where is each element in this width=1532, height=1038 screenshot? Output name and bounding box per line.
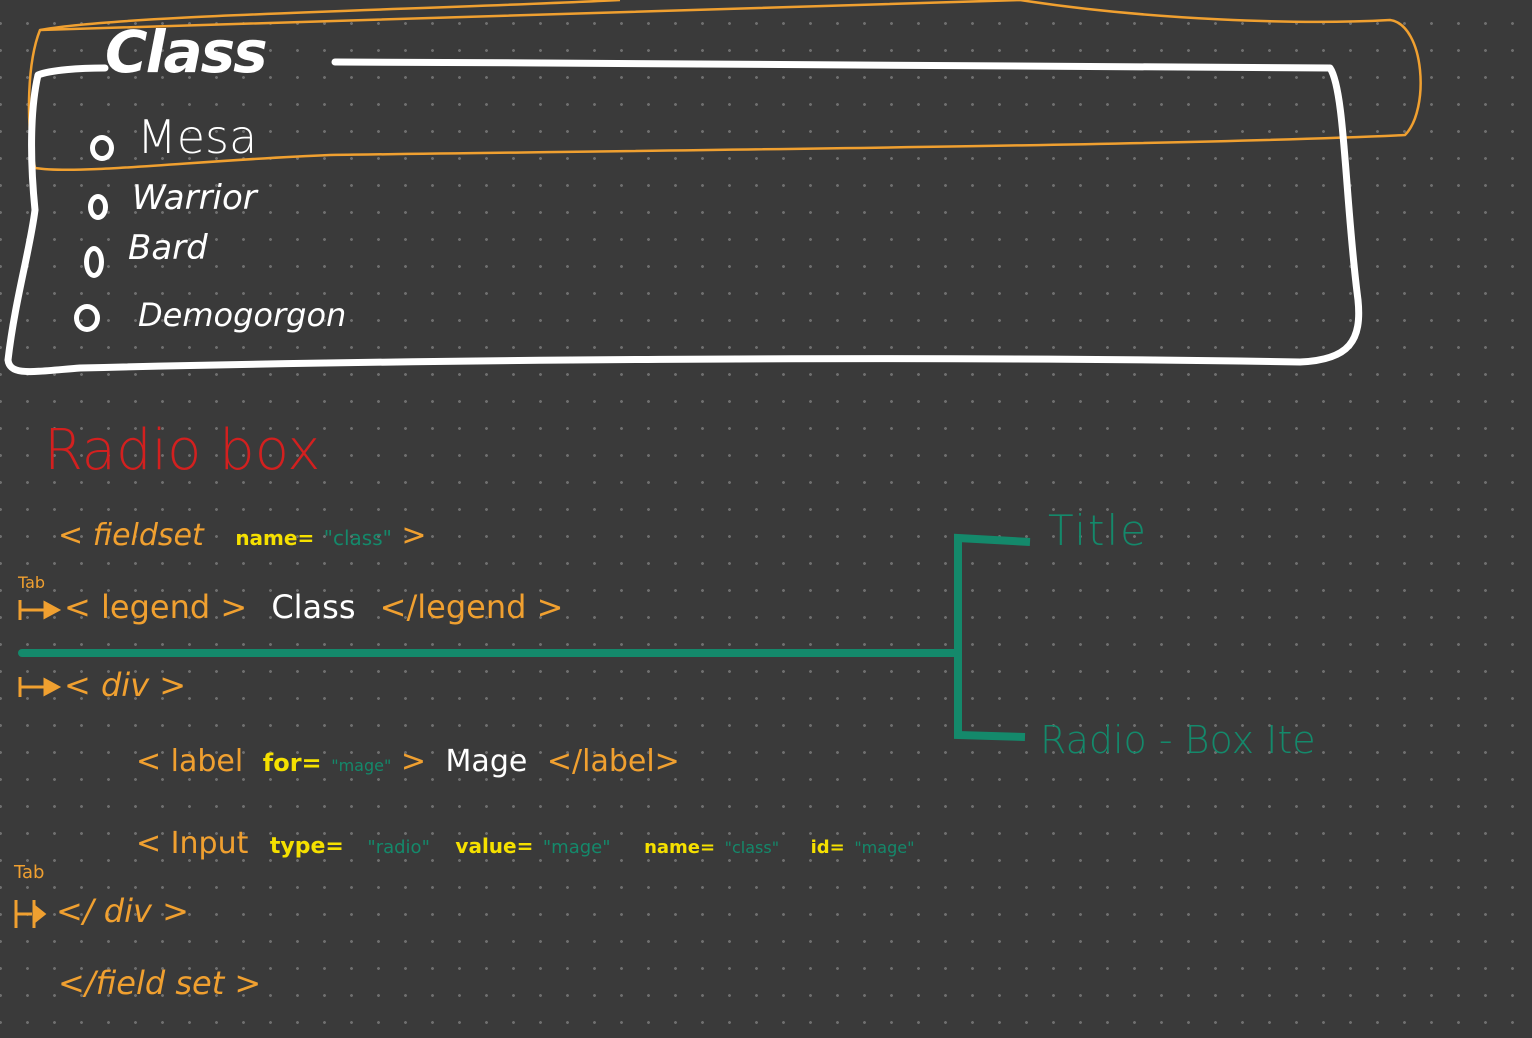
code-token: name= (235, 526, 315, 550)
code-token: < label (136, 744, 244, 779)
code-token: "radio" (367, 837, 430, 858)
code-legend-line: < legend > Class </legend > (64, 588, 563, 626)
code-token: < (58, 518, 84, 553)
code-token: < Input (136, 826, 249, 861)
code-token: fieldset (92, 518, 204, 553)
code-input-line: < Input type= "radio" value= "mage" name… (136, 826, 914, 861)
code-token: value= (455, 834, 534, 858)
code-token: name= (644, 837, 716, 858)
code-token: </legend > (379, 588, 564, 626)
radio-icon (88, 194, 108, 220)
sketch-option-bard: Bard (128, 228, 208, 268)
tab-label: Tab (18, 573, 46, 592)
code-token: </label> (546, 744, 680, 779)
tab-label: Tab (14, 862, 45, 883)
code-token: "mage" (542, 837, 611, 858)
tab-arrow-icon (14, 900, 47, 928)
radio-icon (90, 135, 114, 161)
code-token: Class (271, 588, 356, 626)
orange-highlight-lasso (27, 0, 1422, 172)
code-fieldset-open: < fieldset name= "class" > (58, 518, 427, 553)
code-div-open: < div > (64, 666, 187, 704)
code-token: for= (262, 749, 322, 777)
code-token: "class" (323, 526, 392, 550)
fieldset-box-outline (4, 58, 1363, 376)
code-token: > (401, 518, 427, 553)
radio-icon (74, 304, 100, 332)
code-token: > (400, 744, 426, 779)
radio-icon (84, 246, 104, 278)
sketch-option-warrior: Warrior (132, 178, 257, 218)
sketch-title: Class (105, 18, 268, 86)
code-token: "mage" (854, 838, 915, 857)
tab-arrow-icon (18, 600, 62, 620)
code-token: < legend > (64, 588, 248, 626)
code-fieldset-close: </field set > (58, 964, 262, 1002)
code-label-line: < label for= "mage" > Mage </label> (136, 744, 680, 779)
radio-box-heading: Radio box (44, 418, 321, 483)
annotation-radio-box-item: Radio - Box Ite (1040, 718, 1316, 762)
sketch-option-demogorgon: Demogorgon (138, 296, 347, 334)
code-token: id= (810, 837, 845, 858)
code-token: Mage (445, 744, 528, 779)
code-div-close: </ div > (56, 892, 189, 930)
code-token: type= (269, 834, 344, 859)
code-token: "class" (724, 838, 780, 857)
annotation-title: Title (1048, 506, 1149, 555)
code-token: "mage" (331, 756, 392, 775)
sketch-option-mesa: Mesa (137, 110, 258, 164)
green-bracket (954, 533, 1031, 741)
tab-arrow-icon (18, 677, 62, 697)
